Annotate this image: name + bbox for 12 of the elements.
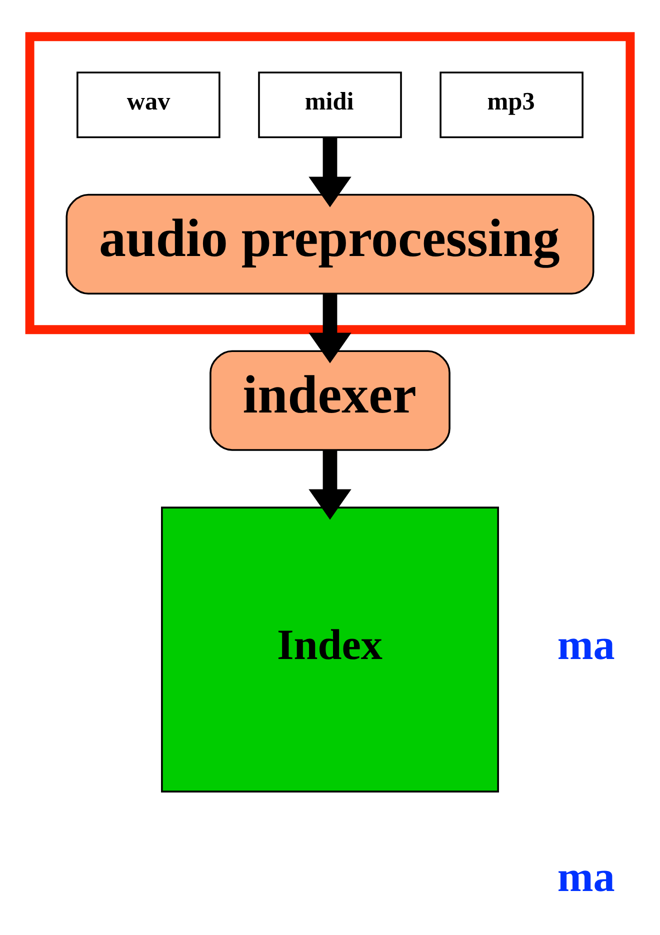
arrow [308,294,352,363]
cluster [25,32,635,334]
label: ma [557,853,615,900]
node-box: midi [258,71,402,138]
node-box: Index [161,506,499,792]
arrow [308,450,352,520]
label: ma [557,621,615,668]
node-box: indexer [210,350,450,450]
node-box: wav [76,71,220,138]
arrow [308,136,352,207]
node-box: mp3 [440,71,584,138]
node-box: audio preprocessing [66,193,594,294]
